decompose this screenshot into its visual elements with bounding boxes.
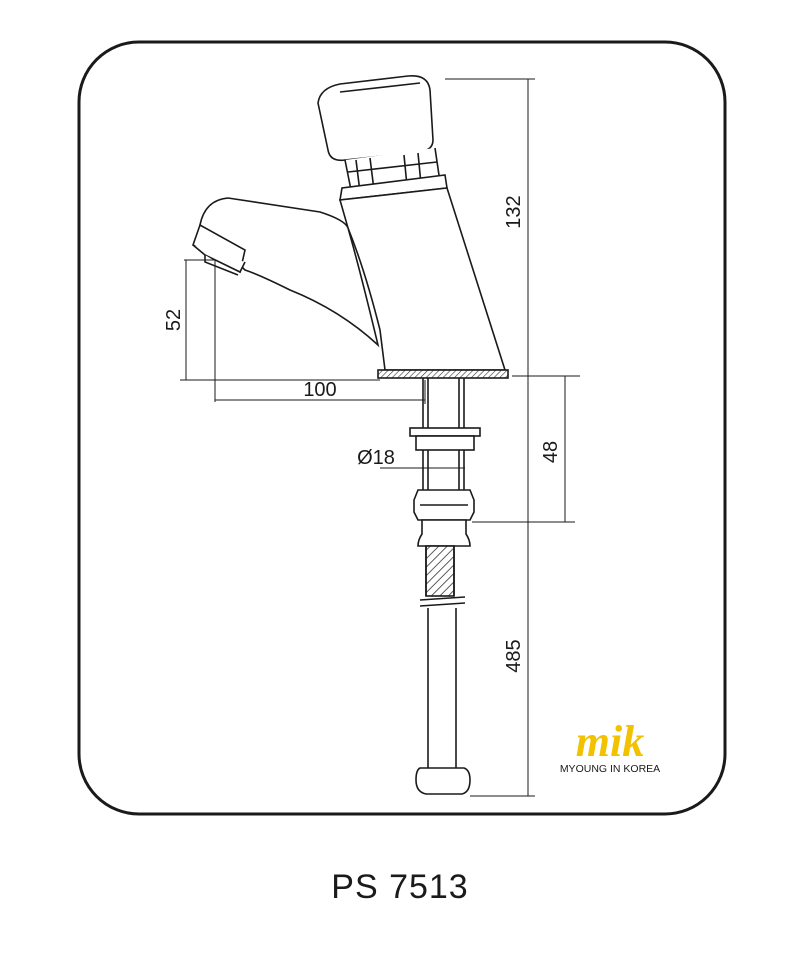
dim-label-485: 485 xyxy=(503,639,525,672)
logo-tagline: MYOUNG IN KOREA xyxy=(560,763,660,775)
shank-and-hose xyxy=(409,378,481,795)
brand-logo: mik MYOUNG IN KOREA xyxy=(560,717,660,775)
dimension-lines xyxy=(180,78,580,797)
dim-label-48: 48 xyxy=(540,441,562,463)
model-number: PS 7513 xyxy=(331,868,469,906)
dim-label-diameter-18: Ø18 xyxy=(357,447,395,469)
logo-mark: mik xyxy=(576,717,644,766)
dim-label-132: 132 xyxy=(503,195,525,228)
faucet-body xyxy=(192,74,509,379)
drawing-frame xyxy=(77,40,727,816)
dim-label-100: 100 xyxy=(303,379,336,401)
dim-label-52: 52 xyxy=(163,309,185,331)
